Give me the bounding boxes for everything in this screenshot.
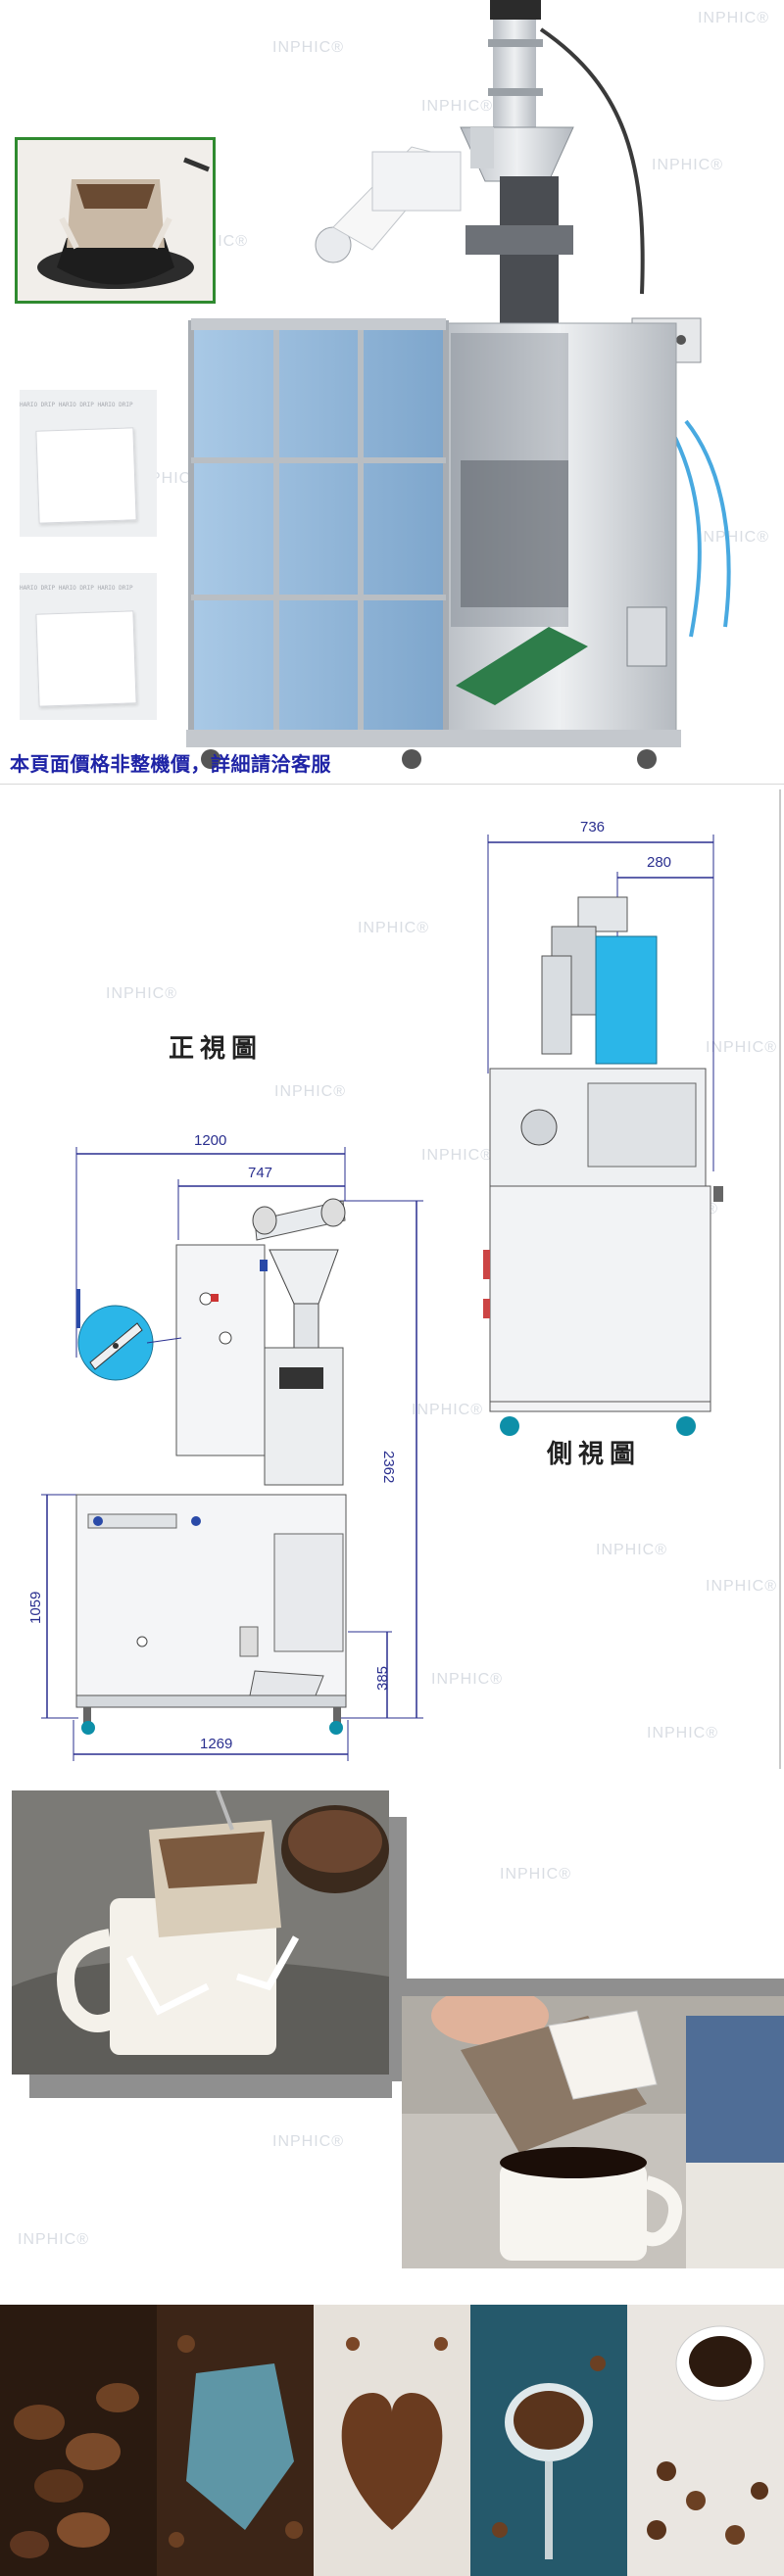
- watermark: INPHIC®: [421, 98, 494, 115]
- watermark: INPHIC®: [652, 157, 724, 173]
- watermark: INPHIC®: [358, 920, 430, 936]
- front-inner-width: 747: [248, 1165, 273, 1181]
- bean-tile: [0, 2305, 157, 2576]
- photo-shadow: [397, 1979, 784, 1998]
- watermark: INPHIC®: [106, 985, 178, 1002]
- watermark: INPHIC®: [596, 1542, 668, 1558]
- filter-print: HARIO DRIP HARIO DRIP HARIO DRIP: [20, 402, 133, 408]
- filter-bag-sample: HARIO DRIP HARIO DRIP HARIO DRIP: [20, 390, 157, 537]
- filter-bag-sample: HARIO DRIP HARIO DRIP HARIO DRIP: [20, 573, 157, 720]
- watermark: INPHIC®: [412, 1402, 484, 1418]
- watermark: INPHIC®: [274, 1083, 347, 1100]
- bean-tile: [314, 2305, 470, 2576]
- watermark: INPHIC®: [18, 2231, 90, 2248]
- side-overall-width: 736: [580, 819, 606, 835]
- front-leg-height: 385: [374, 1665, 391, 1691]
- front-height: 2362: [380, 1451, 397, 1484]
- watermark: INPHIC®: [706, 1578, 778, 1595]
- watermark: INPHIC®: [698, 10, 770, 26]
- watermark: INPHIC®: [272, 39, 345, 56]
- bean-tile: [470, 2305, 627, 2576]
- filter-pad: [35, 427, 137, 524]
- side-view-drawing: [41, 835, 723, 1761]
- front-view-title: 正視圖: [169, 1034, 264, 1064]
- drip-bag-on-mug-photo: [12, 1790, 389, 2075]
- packing-machine-illustration: [186, 0, 731, 769]
- side-top-width: 280: [647, 854, 672, 871]
- side-view-title: 側視圖: [547, 1440, 642, 1469]
- watermark: INPHIC®: [421, 1147, 494, 1164]
- section-divider: [0, 784, 784, 785]
- front-base-width: 1269: [200, 1736, 233, 1752]
- price-notice: 本頁面價格非整機價，詳細請洽客服: [10, 752, 331, 776]
- front-top-width: 1200: [194, 1132, 227, 1149]
- watermark: INPHIC®: [698, 529, 770, 546]
- filter-pad: [35, 610, 137, 707]
- drawing-border: [779, 789, 781, 1769]
- watermark: INPHIC®: [647, 1725, 719, 1741]
- front-table-height: 1059: [27, 1591, 44, 1624]
- machine-hero: INPHIC® INPHIC® INPHIC® INPHIC® INPHIC® …: [0, 0, 784, 784]
- drip-coffee-bag-icon: [18, 140, 213, 301]
- watermark: INPHIC®: [431, 1671, 504, 1688]
- watermark: INPHIC®: [272, 2133, 345, 2150]
- cutter-blade-icon: [89, 1322, 143, 1370]
- coffee-bean-gallery: [0, 2305, 784, 2576]
- drip-bag-photo: [15, 137, 216, 304]
- watermark: INPHIC®: [706, 1039, 778, 1056]
- bean-tile: [627, 2305, 784, 2576]
- filter-print: HARIO DRIP HARIO DRIP HARIO DRIP: [20, 585, 133, 592]
- technical-drawings: INPHIC® INPHIC® INPHIC® INPHIC® INPHIC® …: [0, 789, 784, 1779]
- pouring-coffee-photo: [402, 1996, 784, 2268]
- bean-tile: [157, 2305, 314, 2576]
- watermark: INPHIC®: [500, 1866, 572, 1883]
